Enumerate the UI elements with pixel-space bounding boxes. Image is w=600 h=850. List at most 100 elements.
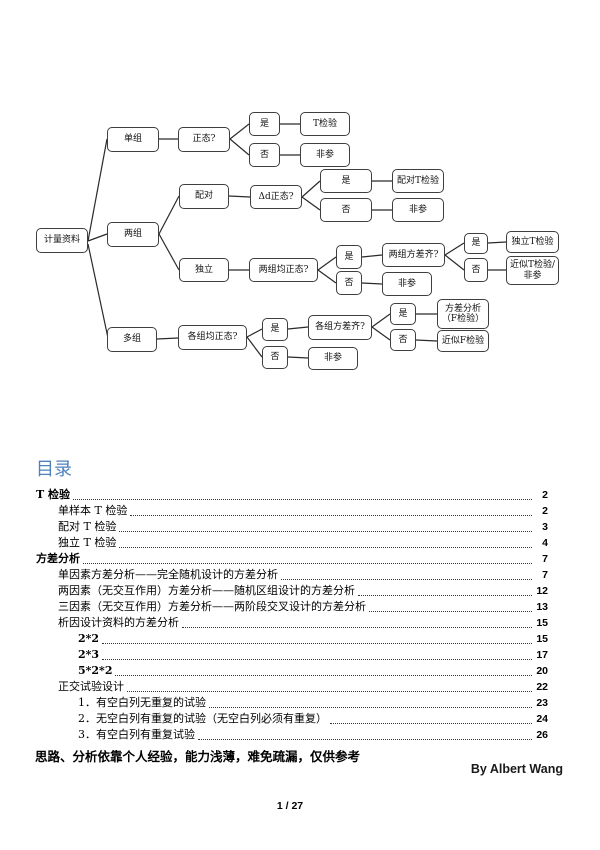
toc-entry-anova[interactable]: 方差分析 7 [36, 551, 548, 567]
toc-entry-label: 方差分析 [36, 552, 80, 565]
toc-entry-label: 三因素（无交互作用）方差分析——两阶段交叉设计的方差分析 [58, 600, 366, 613]
toc-dot-leader [330, 711, 532, 724]
toc-heading: 目录 [36, 459, 72, 480]
disclaimer-note: 思路、分析依靠个人经验，能力浅薄，难免疏漏，仅供参考 [35, 749, 361, 764]
toc-page-number: 7 [542, 553, 548, 565]
toc-page-number: 15 [536, 633, 548, 645]
toc-entry-two-factor-anova[interactable]: 两因素（无交互作用）方差分析——随机区组设计的方差分析 12 [36, 583, 548, 599]
node-all-normal-q: 各组均正态? [178, 325, 247, 350]
toc-dot-leader [198, 727, 532, 740]
node-yes-4: 是 [464, 233, 488, 254]
toc-dot-leader [281, 567, 532, 580]
node-single-group: 单组 [107, 127, 159, 152]
toc-page-number: 20 [536, 665, 548, 677]
toc-entry-label: 析因设计资料的方差分析 [58, 616, 179, 629]
toc-dot-leader [369, 599, 532, 612]
toc-page-number: 24 [536, 713, 548, 725]
node-approx-f-test: 近似F检验 [437, 330, 489, 352]
node-nonparametric-1: 非参 [300, 143, 350, 167]
toc-entry-label: 正交试验设计 [58, 680, 124, 693]
node-anova-f-test: 方差分析（F检验） [437, 299, 489, 329]
toc-entry-label: 独立 T 检验 [58, 536, 117, 549]
toc-entry-one-sample-t[interactable]: 单样本 T 检验 2 [36, 503, 548, 519]
toc-dot-leader [182, 615, 532, 628]
node-normal-q: 正态? [178, 127, 230, 152]
node-dd-normal-q: Δd正态? [250, 185, 302, 209]
toc-entry-label: 5*2*2 [78, 664, 113, 677]
node-yes-6: 是 [390, 303, 416, 325]
node-yes-3: 是 [336, 245, 362, 269]
toc-entry-label: 两因素（无交互作用）方差分析——随机区组设计的方差分析 [58, 584, 355, 597]
toc-entry-three-factor-anova[interactable]: 三因素（无交互作用）方差分析——两阶段交叉设计的方差分析 13 [36, 599, 548, 615]
toc-entry-label: 配对 T 检验 [58, 520, 117, 533]
toc-entry-one-way-anova[interactable]: 单因素方差分析——完全随机设计的方差分析 7 [36, 567, 548, 583]
toc-entry-blank-no-repeat[interactable]: 1．有空白列无重复的试验 23 [36, 695, 548, 711]
node-yes-5: 是 [262, 318, 288, 341]
node-t-test: T检验 [300, 112, 350, 136]
toc-dot-leader [127, 679, 532, 692]
page-number-indicator: 1 / 27 [276, 800, 304, 812]
toc-entry-independent-t[interactable]: 独立 T 检验 4 [36, 535, 548, 551]
node-both-normal-q: 两组均正态? [249, 258, 318, 282]
node-independent: 独立 [179, 258, 229, 282]
toc-dot-leader [102, 631, 532, 644]
toc-dot-leader [73, 487, 532, 500]
toc-page-number: 2 [542, 489, 548, 501]
node-nonparametric-2: 非参 [392, 198, 444, 222]
toc-page-number: 3 [542, 521, 548, 533]
node-independent-t-test: 独立T检验 [506, 231, 559, 253]
toc-dot-leader [130, 503, 532, 516]
node-root-measurement-data: 计量资料 [36, 228, 88, 253]
node-nonparametric-3: 非参 [382, 272, 432, 296]
toc-dot-leader [102, 647, 532, 660]
toc-entry-label: 2*3 [78, 648, 100, 661]
toc-entry-label: 2．无空白列有重复的试验（无空白列必须有重复） [78, 712, 327, 725]
toc-entry-factorial-anova[interactable]: 析因设计资料的方差分析 15 [36, 615, 548, 631]
node-approx-t-test: 近似T检验/非参 [506, 256, 559, 285]
toc-page-number: 17 [536, 649, 548, 661]
node-group-variance-q: 各组方差齐? [308, 315, 372, 340]
node-no-4: 否 [464, 258, 488, 282]
toc-entry-noblank-repeat[interactable]: 2．无空白列有重复的试验（无空白列必须有重复） 24 [36, 711, 548, 727]
toc-page-number: 7 [542, 569, 548, 581]
toc-entry-orthogonal-design[interactable]: 正交试验设计 22 [36, 679, 548, 695]
toc-entry-label: 2*2 [78, 632, 100, 645]
toc-entry-5x2x2[interactable]: 5*2*2 20 [36, 663, 548, 679]
node-yes-1: 是 [249, 112, 280, 136]
toc-dot-leader [83, 551, 532, 564]
toc-page-number: 26 [536, 729, 548, 741]
toc-page-number: 2 [542, 505, 548, 517]
node-nonparametric-4: 非参 [308, 347, 358, 370]
toc-page-number: 22 [536, 681, 548, 693]
author-credit: By Albert Wang [470, 762, 563, 776]
toc-page-number: 12 [536, 585, 548, 597]
node-yes-2: 是 [320, 169, 372, 193]
toc-page-number: 15 [536, 617, 548, 629]
toc-entry-label: 单样本 T 检验 [58, 504, 128, 517]
toc-entry-2x2[interactable]: 2*2 15 [36, 631, 548, 647]
toc-dot-leader [119, 519, 532, 532]
toc-page-number: 23 [536, 697, 548, 709]
node-no-5: 否 [262, 346, 288, 369]
node-paired-t-test: 配对T检验 [392, 169, 444, 193]
toc-entry-2x3[interactable]: 2*3 17 [36, 647, 548, 663]
toc-entry-paired-t[interactable]: 配对 T 检验 3 [36, 519, 548, 535]
node-no-6: 否 [390, 329, 416, 351]
node-variance-equal-q: 两组方差齐? [382, 243, 445, 267]
node-no-1: 否 [249, 143, 280, 167]
toc-entry-blank-repeat[interactable]: 3．有空白列有重复试验 26 [36, 727, 548, 743]
toc-entry-label: 1．有空白列无重复的试验 [78, 696, 206, 709]
node-paired: 配对 [179, 184, 229, 209]
toc-dot-leader [115, 663, 532, 676]
toc-entry-label: T 检验 [36, 488, 71, 501]
toc-dot-leader [358, 583, 532, 596]
node-multi-groups: 多组 [107, 327, 157, 352]
toc-dot-leader [119, 535, 532, 548]
decision-flowchart: 计量资料 单组 正态? 是 否 T检验 非参 配对 Δd正态? 是 否 配对T检… [0, 0, 600, 400]
toc-dot-leader [209, 695, 532, 708]
toc-entry-t-test[interactable]: T 检验 2 [36, 487, 548, 503]
node-no-3: 否 [336, 271, 362, 295]
flowchart-connectors [87, 123, 507, 359]
toc-page-number: 13 [536, 601, 548, 613]
